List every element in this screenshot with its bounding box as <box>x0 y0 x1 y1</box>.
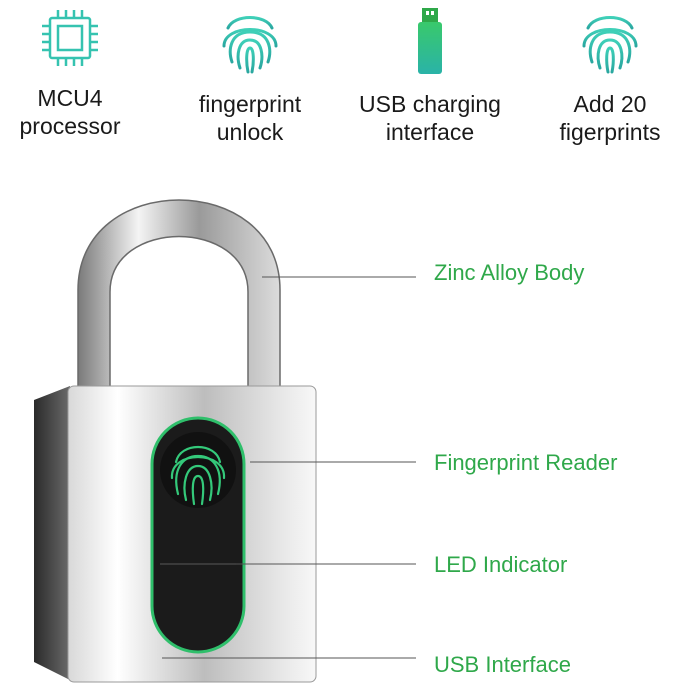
fingerprint-sensor-icon <box>170 446 226 506</box>
feature-label: Add 20 figerprints <box>559 91 661 145</box>
fingerprint-sensor <box>160 432 236 508</box>
feature-label: MCU4 processor <box>19 85 121 139</box>
feature-label: fingerprint unlock <box>198 91 302 145</box>
callout-fingerprint-reader: Fingerprint Reader <box>434 450 618 475</box>
feature-add-fingerprints: Add 20 figerprints <box>535 6 685 146</box>
chip-icon <box>42 10 98 66</box>
feature-fingerprint-unlock: fingerprint unlock <box>175 6 325 146</box>
shackle <box>77 199 281 411</box>
lock-body-side <box>34 386 70 680</box>
feature-mcu-processor: MCU4 processor <box>0 6 145 140</box>
callout-led-indicator: LED Indicator <box>434 552 568 577</box>
feature-label: USB charging interface <box>359 91 501 145</box>
callout-zinc-alloy-body: Zinc Alloy Body <box>434 260 585 285</box>
callout-usb-interface: USB Interface <box>434 652 571 677</box>
usb-stick-icon <box>418 8 442 74</box>
feature-usb-charging: USB charging interface <box>355 6 505 146</box>
fingerprint-icon <box>582 16 638 74</box>
fingerprint-icon <box>222 16 278 74</box>
